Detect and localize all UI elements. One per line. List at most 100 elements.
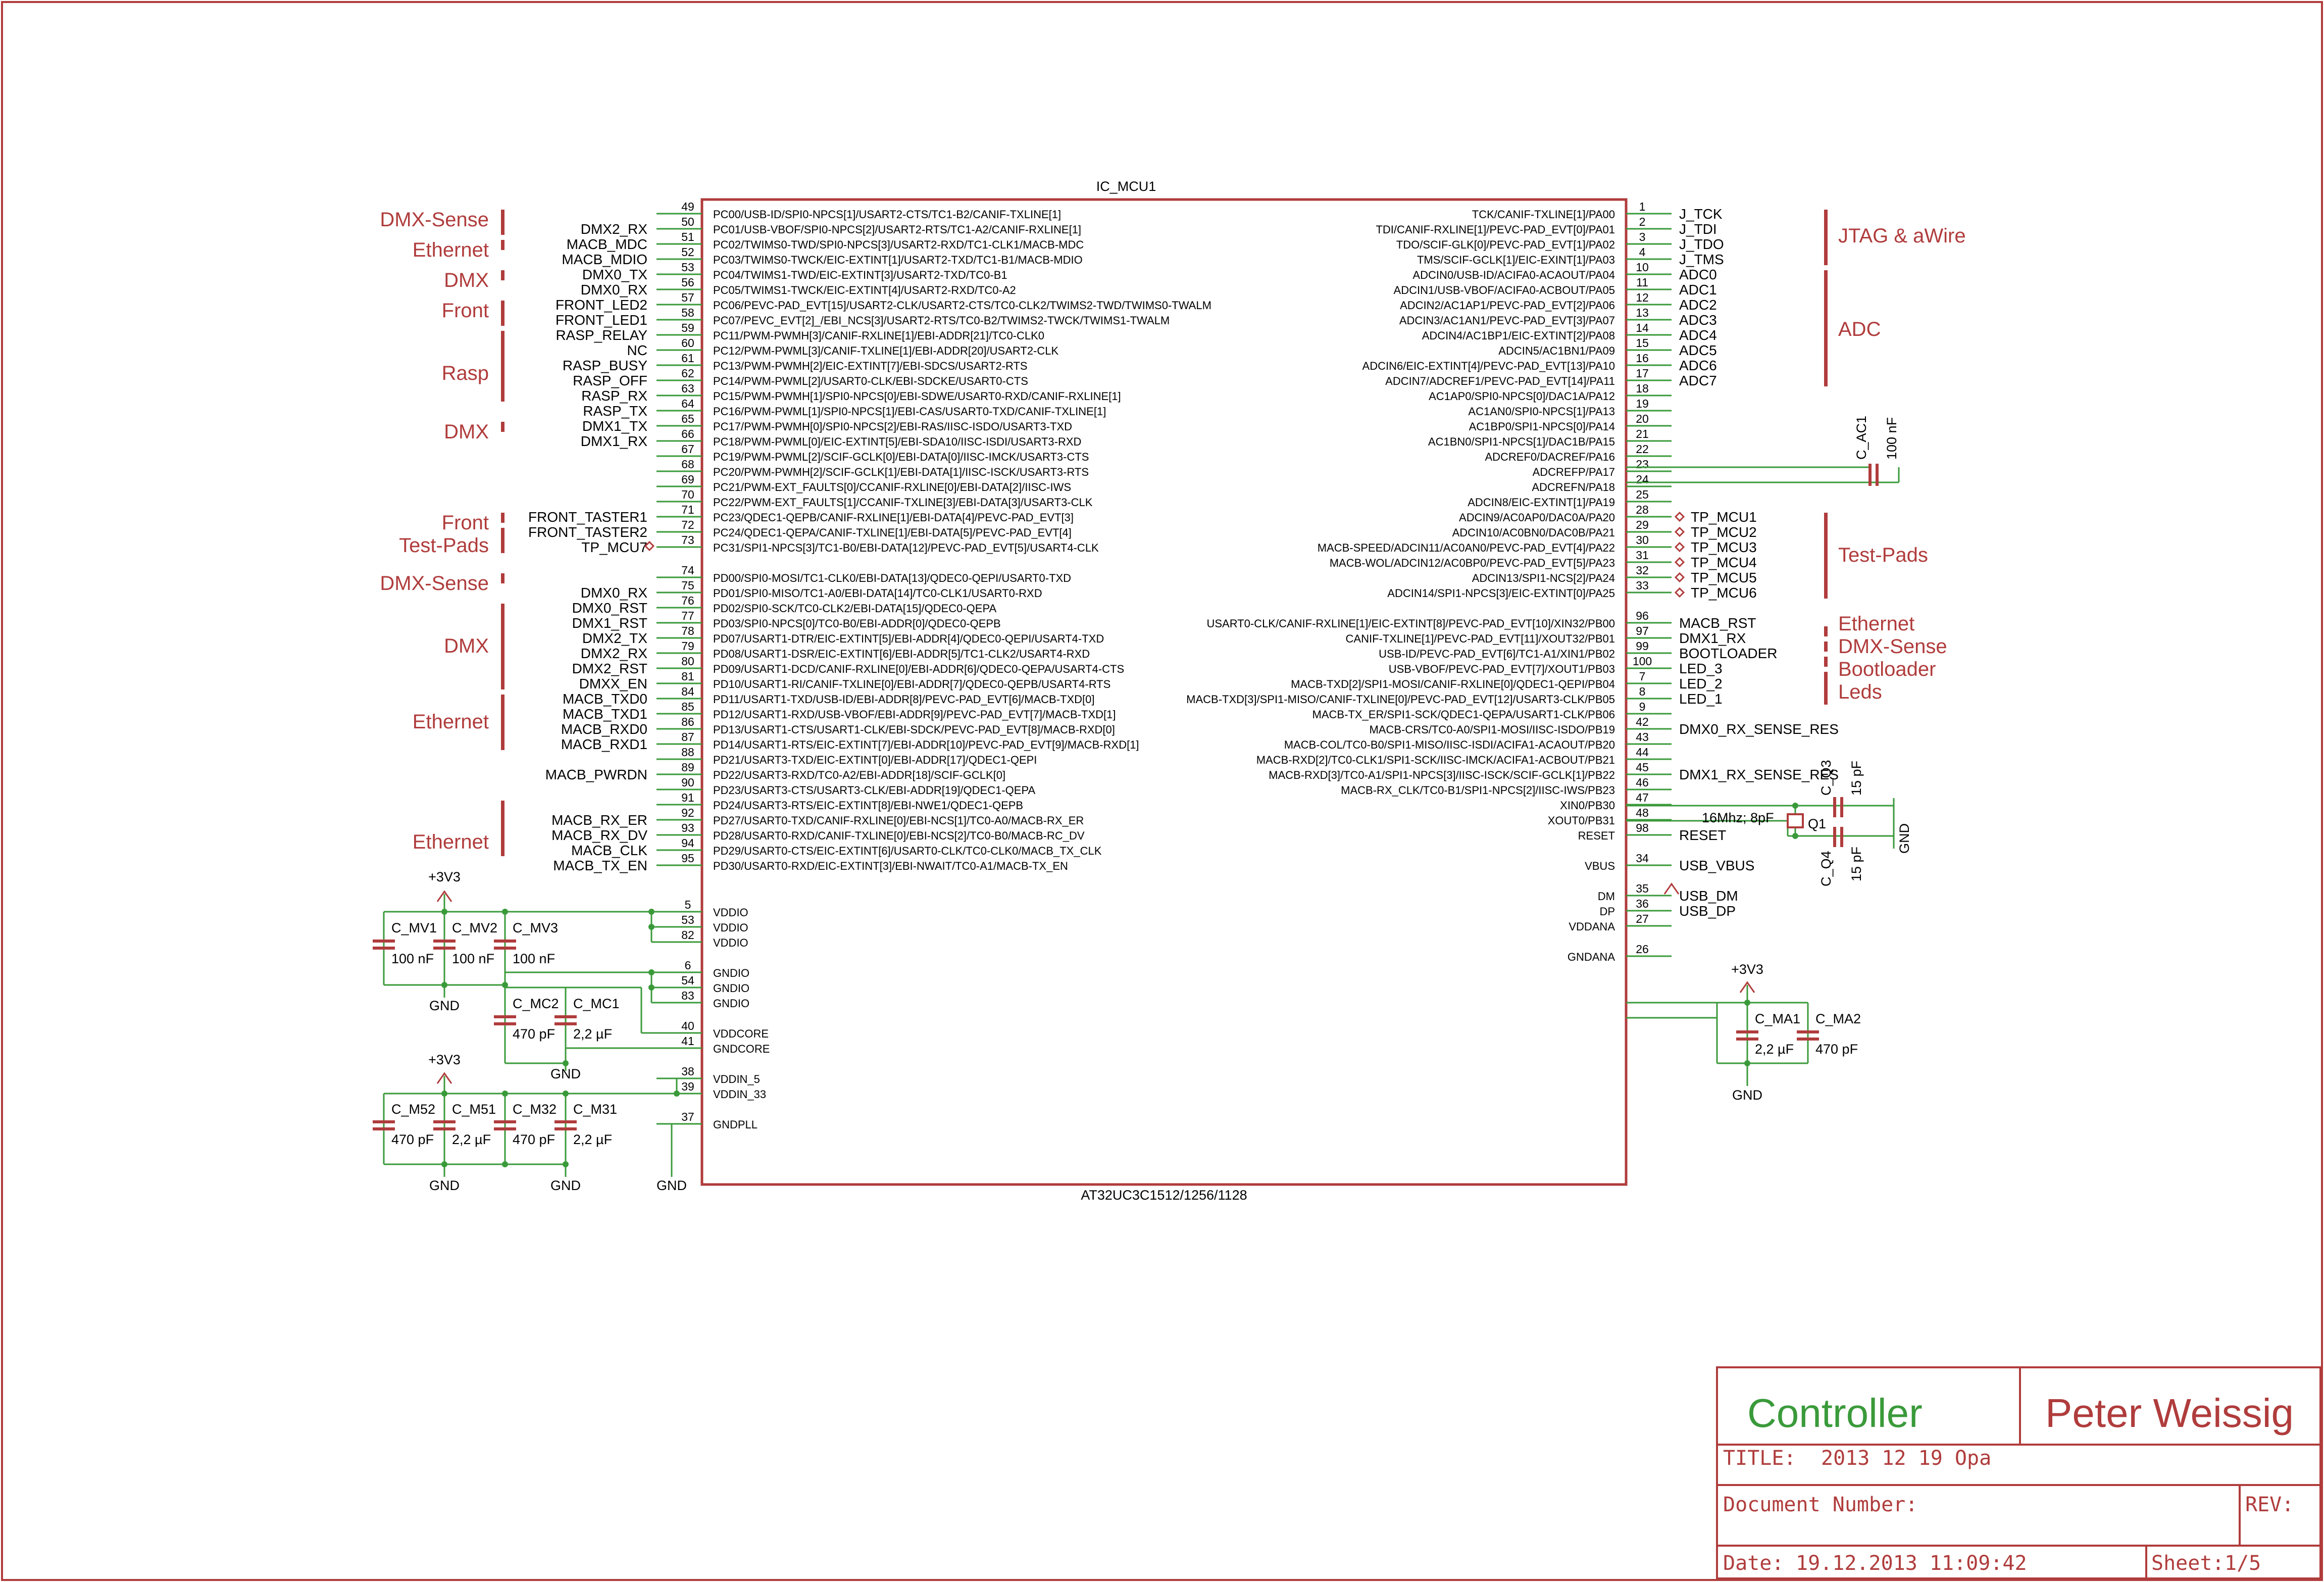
c-q3-value: 15 pF (1849, 761, 1864, 796)
pin-function: PD02/SPI0-SCK/TC0-CLK2/EBI-DATA[15]/QDEC… (713, 602, 996, 615)
c-q4-name: C_Q4 (1818, 851, 1834, 886)
pin-number: 85 (681, 700, 694, 713)
pin-number: 43 (1636, 730, 1649, 744)
group-bracket (501, 573, 504, 583)
net-label: RESET (1679, 827, 1726, 843)
net-label: DMX0_RX (581, 282, 648, 298)
pin-function: MACB-RX_CLK/TC0-B1/SPI1-NPCS[2]/IISC-IWS… (1341, 784, 1615, 797)
pin-number: 14 (1636, 321, 1649, 334)
net-label: DMX1_RX (1679, 630, 1746, 646)
pin-number: 32 (1636, 564, 1649, 577)
pin-number: 90 (681, 776, 694, 789)
group-bracket (501, 604, 504, 689)
c-ma1-value: 2,2 µF (1755, 1042, 1794, 1057)
c-ma1-name: C_MA1 (1755, 1011, 1800, 1026)
net-label: TP_MCU5 (1691, 570, 1757, 585)
c-m32-value: 470 pF (513, 1132, 555, 1147)
net-label: ADC6 (1679, 358, 1717, 373)
net-label: FRONT_TASTER1 (528, 509, 647, 525)
pin-function: PD22/USART3-RXD/TC0-A2/EBI-ADDR[18]/SCIF… (713, 769, 1005, 781)
group-bracket (501, 801, 504, 856)
pin-number: 8 (1639, 685, 1646, 698)
pin-function: GNDIO (713, 997, 749, 1010)
pin-function: PD24/USART3-RTS/EIC-EXTINT[8]/EBI-NWE1/Q… (713, 799, 1023, 812)
c-mv2-name: C_MV2 (452, 920, 497, 935)
net-label: DMXX_EN (579, 676, 647, 691)
pin-function: PC20/PWM-PWMH[2]/SCIF-GCLK[1]/EBI-DATA[1… (713, 466, 1089, 478)
group-label: Leds (1838, 681, 1882, 703)
pin-function: GNDANA (1568, 951, 1615, 963)
pin-function: PD08/USART1-DSR/EIC-EXTINT[6]/EBI-ADDR[5… (713, 648, 1090, 660)
net-label: TP_MCU6 (1691, 585, 1757, 601)
pin-number: 95 (681, 852, 694, 865)
net-label: DMX1_RX_SENSE_RES (1679, 767, 1839, 782)
pin-number: 86 (681, 715, 694, 728)
net-label: MACB_RX_DV (551, 827, 647, 843)
pin-function: ADCREFN/PA18 (1532, 481, 1615, 493)
group-bracket (501, 240, 504, 250)
pin-function: PC12/PWM-PWML[3]/CANIF-TXLINE[1]/EBI-ADD… (713, 344, 1059, 357)
net-label: MACB_TXD1 (563, 706, 647, 722)
pin-number: 66 (681, 427, 694, 440)
group-label: Front (442, 512, 489, 534)
pin-number: 22 (1636, 442, 1649, 456)
mcu-left-power-pins: 5VDDIO53VDDIO82VDDIO6GNDIO54GNDIO83GNDIO… (656, 898, 770, 1131)
group-label: Front (442, 300, 489, 322)
pin-number: 4 (1639, 245, 1646, 259)
pin-number: 36 (1636, 897, 1649, 910)
pin-number: 72 (681, 518, 694, 531)
pin-number: 24 (1636, 473, 1649, 486)
group-bracket (1824, 672, 1828, 705)
pin-number: 83 (681, 989, 694, 1002)
c-m32-name: C_M32 (513, 1102, 557, 1117)
pin-function: GNDPLL (713, 1118, 757, 1131)
c-mc2-name: C_MC2 (513, 996, 559, 1011)
net-label: TP_MCU4 (1691, 555, 1757, 570)
pin-number: 75 (681, 579, 694, 592)
pin-number: 33 (1636, 579, 1649, 592)
sheet-label: Sheet: (2151, 1552, 2225, 1575)
pin-function: TMS/SCIF-GCLK[1]/EIC-EXINT[1]/PA03 (1417, 254, 1615, 266)
group-bracket (1824, 270, 1828, 386)
pin-function: ADCIN4/AC1BP1/EIC-EXTINT[2]/PA08 (1422, 329, 1615, 342)
group-label: DMX-Sense (380, 572, 489, 595)
group-bracket (501, 695, 504, 750)
pin-number: 74 (681, 564, 694, 577)
pin-function: PC17/PWM-PWMH[0]/SPI0-NPCS[2]/EBI-RAS/II… (713, 420, 1072, 433)
pin-function: MACB-RXD[3]/TC0-A1/SPI1-NPCS[3]/IISC-ISC… (1269, 769, 1615, 781)
pin-function: PC11/PWM-PWMH[3]/CANIF-RXLINE[1]/EBI-ADD… (713, 329, 1044, 342)
pin-number: 48 (1636, 806, 1649, 819)
pin-function: PC22/PWM-EXT_FAULTS[1]/CCANIF-TXLINE[3]/… (713, 496, 1093, 509)
c-mv1-name: C_MV1 (391, 920, 437, 935)
pin-number: 2 (1639, 215, 1646, 228)
group-label: Bootloader (1838, 658, 1936, 680)
pin-number: 27 (1636, 912, 1649, 925)
net-label: ADC4 (1679, 327, 1717, 343)
pin-number: 57 (681, 291, 694, 304)
net-label: BOOTLOADER (1679, 646, 1777, 661)
pin-function: MACB-RXD[2]/TC0-CLK1/SPI1-SCK/IISC-IMCK/… (1256, 754, 1615, 766)
pin-number: 13 (1636, 306, 1649, 319)
pin-number: 89 (681, 761, 694, 774)
pin-number: 28 (1636, 503, 1649, 516)
supply-label-3: +3V3 (1731, 962, 1763, 977)
c-m51-value: 2,2 µF (452, 1132, 491, 1147)
pin-function: ADCIN7/ADCREF1/PEVC-PAD_EVT[14]/PA11 (1385, 375, 1615, 387)
pin-number: 12 (1636, 291, 1649, 304)
pin-function: XOUT0/PB31 (1548, 814, 1615, 827)
pin-function: PD13/USART1-CTS/USART1-CLK/EBI-SDCK/PEVC… (713, 723, 1115, 736)
pin-number: 94 (681, 836, 694, 850)
net-label: LED_2 (1679, 676, 1723, 691)
pin-function: ADCIN6/EIC-EXTINT[4]/PEVC-PAD_EVT[13]/PA… (1362, 360, 1615, 372)
c-mc1-value: 2,2 µF (573, 1026, 612, 1042)
right-signal-groups: JTAG & aWireADCTest-PadsEthernetDMX-Sens… (1824, 210, 1966, 705)
group-bracket (1824, 626, 1828, 636)
pin-number: 71 (681, 503, 694, 516)
mcu-left-pins: 49PC00/USB-ID/SPI0-NPCS[1]/USART2-CTS/TC… (528, 200, 1211, 873)
pin-number: 16 (1636, 352, 1649, 365)
date-label: Date: (1723, 1552, 1784, 1575)
net-label: ADC5 (1679, 342, 1717, 358)
pin-function: PC07/PEVC_EVT[2]_/EBI_NCS[3]/USART2-RTS/… (713, 314, 1170, 327)
group-bracket (501, 513, 504, 523)
